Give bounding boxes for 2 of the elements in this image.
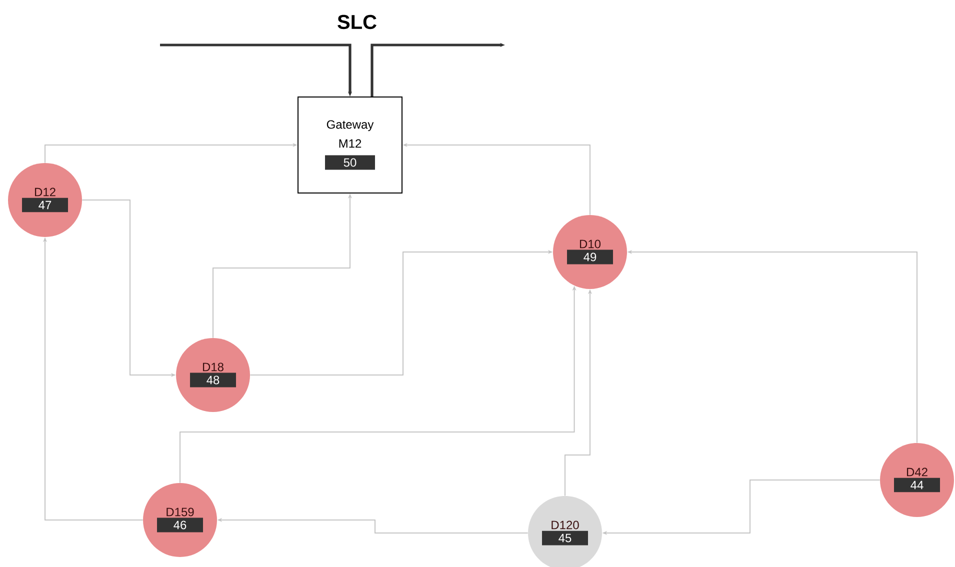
gateway-box: Gateway M12 50	[298, 96, 402, 194]
title: SLC	[338, 14, 376, 30]
